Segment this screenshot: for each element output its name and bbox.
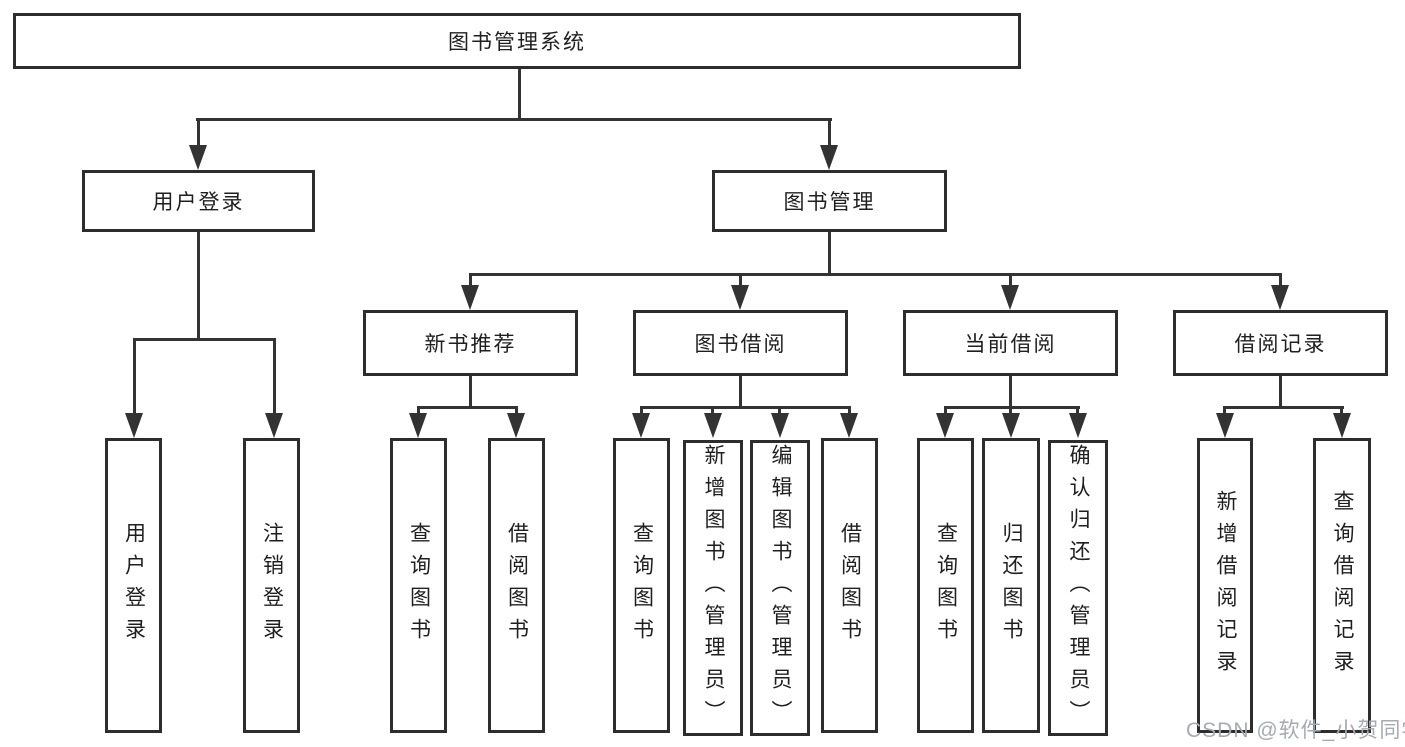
node-book-management: 图书管理 xyxy=(712,170,947,232)
connector-leaf-tail xyxy=(1340,406,1343,414)
connector-borrow-records-stem xyxy=(1279,376,1282,406)
connector-to-user-login-tail xyxy=(197,118,200,147)
connector-root-stem xyxy=(518,69,521,118)
leaf-add-borrow-record-label: 新增借阅记录 xyxy=(1214,489,1237,682)
leaf-query-borrow-record-label: 查询借阅记录 xyxy=(1331,489,1354,682)
node-user-login: 用户登录 xyxy=(82,170,315,232)
arrowhead-to-confirm-return xyxy=(1069,413,1087,438)
leaf-return-book-label: 归还图书 xyxy=(1000,521,1023,650)
leaf-borrow-books-2-label: 借阅图书 xyxy=(838,521,862,650)
leaf-edit-book-admin-label: 编辑图书（管理员） xyxy=(769,444,792,732)
arrowhead-to-borrow-books-2 xyxy=(840,413,858,438)
node-library-management-system-label: 图书管理系统 xyxy=(448,31,586,54)
leaf-edit-book-admin: 编辑图书（管理员） xyxy=(750,440,810,736)
connector-user-login-stem xyxy=(197,232,200,338)
arrowhead-to-borrow-books-1 xyxy=(507,413,525,438)
connector-leaf-tail xyxy=(848,406,851,414)
connector-to-new-book-tail xyxy=(469,273,472,287)
connector-leaf-tail xyxy=(944,406,947,414)
arrowhead-to-new-book xyxy=(461,285,479,310)
connector-to-book-management-tail xyxy=(828,118,831,147)
leaf-add-borrow-record: 新增借阅记录 xyxy=(1197,438,1253,733)
connector-leaf-tail xyxy=(515,406,518,414)
node-book-borrowing: 图书借阅 xyxy=(633,310,848,376)
connector-to-logout-leaf-tail xyxy=(273,338,276,413)
connector-leaf-tail xyxy=(1223,406,1226,414)
arrowhead-to-query-borrow-record xyxy=(1333,413,1351,438)
node-book-borrowing-label: 图书借阅 xyxy=(694,333,787,356)
leaf-query-books-1: 查询图书 xyxy=(390,438,447,733)
node-new-book-recommendation-label: 新书推荐 xyxy=(424,333,517,356)
csdn-watermark: CSDN @软件_小贺同学 xyxy=(1186,719,1405,742)
node-borrowing-records: 借阅记录 xyxy=(1173,310,1388,376)
leaf-confirm-return-admin: 确认归还（管理员） xyxy=(1048,440,1108,736)
arrowhead-to-add-borrow-record xyxy=(1216,413,1234,438)
connector-to-user-login-leaf-tail xyxy=(133,338,136,413)
arrowhead-to-current-borrow xyxy=(1001,285,1019,310)
connector-borrow-records-split xyxy=(1223,406,1344,409)
node-current-borrowing: 当前借阅 xyxy=(903,310,1118,376)
leaf-confirm-return-admin-label: 确认归还（管理员） xyxy=(1067,444,1090,732)
arrowhead-to-logout-leaf xyxy=(265,413,283,438)
connector-to-borrow-records-tail xyxy=(1279,273,1282,287)
node-user-login-label: 用户登录 xyxy=(152,191,245,214)
leaf-query-books-2: 查询图书 xyxy=(613,438,670,733)
connector-leaf-tail xyxy=(711,406,714,414)
arrowhead-to-user-login-leaf xyxy=(125,413,143,438)
connector-leaf-tail xyxy=(1076,406,1079,414)
connector-current-borrow-stem xyxy=(1009,376,1012,406)
arrowhead-to-add-book xyxy=(704,413,722,438)
connector-leaf-tail xyxy=(417,406,420,414)
connector-user-login-split xyxy=(133,338,276,341)
leaf-query-borrow-record: 查询借阅记录 xyxy=(1313,438,1371,733)
arrowhead-to-query-books-1 xyxy=(409,413,427,438)
leaf-query-books-1-label: 查询图书 xyxy=(407,521,431,650)
connector-book-borrow-stem xyxy=(739,376,742,406)
arrowhead-to-query-books-2 xyxy=(632,413,650,438)
leaf-borrow-books-1: 借阅图书 xyxy=(488,438,545,733)
arrowhead-to-query-books-3 xyxy=(936,413,954,438)
node-book-management-label: 图书管理 xyxy=(783,191,876,214)
connector-current-borrow-split xyxy=(944,406,1080,409)
connector-leaf-tail xyxy=(1009,406,1012,414)
connector-book-management-stem xyxy=(828,232,831,273)
connector-leaf-tail xyxy=(778,406,781,414)
leaf-borrow-books-2: 借阅图书 xyxy=(821,438,878,733)
node-new-book-recommendation: 新书推荐 xyxy=(363,310,578,376)
node-current-borrowing-label: 当前借阅 xyxy=(964,333,1057,356)
arrowhead-to-book-management xyxy=(820,145,838,170)
leaf-query-books-3: 查询图书 xyxy=(917,438,974,733)
node-library-management-system: 图书管理系统 xyxy=(13,13,1021,69)
connector-to-current-borrow-tail xyxy=(1009,273,1012,287)
leaf-return-book: 归还图书 xyxy=(982,438,1040,733)
arrowhead-to-borrow-records xyxy=(1271,285,1289,310)
leaf-logout-label: 注销登录 xyxy=(260,521,284,650)
connector-new-book-split xyxy=(417,406,518,409)
leaf-query-books-3-label: 查询图书 xyxy=(934,521,958,650)
leaf-query-books-2-label: 查询图书 xyxy=(630,521,654,650)
connector-root-split xyxy=(196,118,832,121)
arrowhead-to-edit-book xyxy=(771,413,789,438)
connector-book-borrow-split xyxy=(640,406,851,409)
connector-leaf-tail xyxy=(640,406,643,414)
arrowhead-to-return-book xyxy=(1002,413,1020,438)
connector-new-book-stem xyxy=(469,376,472,406)
connector-to-book-borrow-tail xyxy=(739,273,742,287)
connector-book-management-split xyxy=(469,273,1282,276)
leaf-borrow-books-1-label: 借阅图书 xyxy=(505,521,529,650)
arrowhead-to-book-borrow xyxy=(731,285,749,310)
leaf-user-login: 用户登录 xyxy=(105,438,162,733)
leaf-add-book-admin-label: 新增图书（管理员） xyxy=(702,444,725,732)
leaf-logout: 注销登录 xyxy=(243,438,300,733)
node-borrowing-records-label: 借阅记录 xyxy=(1234,333,1327,356)
leaf-user-login-label: 用户登录 xyxy=(122,521,146,650)
leaf-add-book-admin: 新增图书（管理员） xyxy=(683,440,743,736)
arrowhead-to-user-login xyxy=(189,145,207,170)
